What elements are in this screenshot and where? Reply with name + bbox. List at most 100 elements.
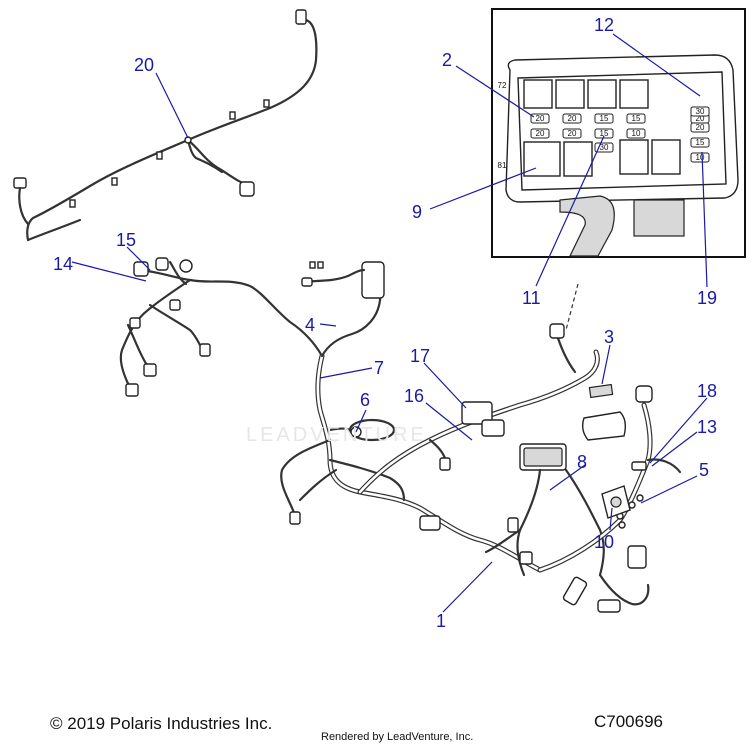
relay-connector-block — [461, 401, 493, 425]
callout-5: 5 — [699, 460, 709, 480]
relay — [523, 79, 553, 109]
fuse — [594, 113, 614, 124]
connector — [143, 363, 157, 377]
callout-1: 1 — [436, 611, 446, 631]
fuse-rating-label: 20 — [696, 114, 705, 123]
fuse — [690, 122, 710, 133]
rear-harness — [13, 9, 318, 242]
bolt — [618, 521, 626, 529]
fuse — [530, 128, 550, 139]
connector — [125, 383, 139, 397]
callout-16: 16 — [404, 386, 424, 406]
connector — [597, 599, 621, 613]
fuse-rating-label: 20 — [568, 129, 577, 138]
connector — [507, 517, 519, 533]
connector — [301, 277, 313, 287]
connector — [562, 576, 588, 606]
rear-connector-left — [13, 177, 27, 189]
connector — [289, 511, 301, 525]
control-module — [581, 411, 627, 441]
connector — [133, 261, 149, 277]
inset-side-label: 72 — [498, 81, 507, 90]
callout-8: 8 — [577, 452, 587, 472]
connector — [129, 317, 141, 329]
fuse-rating-label: 15 — [696, 138, 705, 147]
fuse-rating-label: 20 — [536, 114, 545, 123]
fuse-box-bracket — [559, 195, 615, 257]
relay — [563, 141, 593, 177]
connector — [635, 385, 653, 403]
leader-lines — [71, 33, 708, 613]
callout-2: 2 — [442, 50, 452, 70]
fuse-rating-label: 10 — [696, 153, 705, 162]
connector — [627, 545, 647, 569]
connector — [179, 259, 193, 273]
fuse — [562, 113, 582, 124]
bolt — [636, 494, 644, 502]
main-harness — [119, 257, 682, 613]
callout-10: 10 — [594, 532, 614, 552]
inset-side-label: 81 — [498, 161, 507, 170]
connector — [419, 515, 441, 531]
fuse-rating-label: 15 — [600, 129, 609, 138]
relay — [619, 79, 649, 109]
callout-17: 17 — [410, 346, 430, 366]
fuse-rating-label: 20 — [568, 114, 577, 123]
relay — [619, 139, 649, 175]
callout-11: 11 — [522, 288, 541, 308]
callout-labels: 1 2 3 4 5 6 7 8 9 10 11 12 13 14 15 16 1… — [53, 15, 717, 631]
relay — [587, 79, 617, 109]
fuse-box-mount — [633, 199, 685, 237]
relay-large — [523, 141, 561, 177]
rear-connector-top — [295, 9, 307, 25]
callout-12: 12 — [594, 15, 614, 35]
fuse-rating-label: 15 — [632, 114, 641, 123]
fuse — [530, 113, 550, 124]
rendered-by-text: Rendered by LeadVenture, Inc. — [321, 731, 474, 743]
callout-14: 14 — [53, 254, 73, 274]
connector — [631, 461, 647, 471]
callout-15: 15 — [116, 230, 136, 250]
connector — [317, 261, 324, 269]
callout-6: 6 — [360, 390, 370, 410]
fuse-rating-label: 30 — [696, 107, 705, 116]
drawing-code: C700696 — [594, 712, 664, 731]
callout-18: 18 — [697, 381, 717, 401]
connector — [309, 261, 316, 269]
callout-7: 7 — [374, 358, 384, 378]
callout-19: 19 — [697, 288, 717, 308]
connector — [169, 299, 181, 311]
coil-connector — [361, 261, 385, 299]
fuse-rating-label: 30 — [600, 143, 609, 152]
callout-13: 13 — [697, 417, 717, 437]
label-tag — [588, 383, 614, 399]
connector — [155, 257, 169, 271]
inset-link-line — [565, 283, 579, 331]
fuse-box-connector — [549, 323, 565, 339]
copyright-text: © 2019 Polaris Industries Inc. — [50, 714, 273, 733]
fuse-rating-label: 20 — [696, 123, 705, 132]
connector — [439, 457, 451, 471]
rear-connector-right — [239, 181, 255, 197]
fuse-rating-label: 10 — [632, 129, 641, 138]
fuse — [594, 128, 614, 139]
connector — [519, 551, 533, 565]
relay-connector-block — [481, 419, 505, 437]
fuse — [690, 137, 710, 148]
callout-3: 3 — [604, 327, 614, 347]
fuse — [690, 106, 710, 117]
watermark: LEADVENTURE — [246, 424, 427, 446]
fuse-rating-label: 15 — [600, 114, 609, 123]
relay — [555, 79, 585, 109]
fuse — [562, 128, 582, 139]
callout-20: 20 — [134, 55, 154, 75]
fuse — [626, 113, 646, 124]
fuse — [690, 152, 710, 163]
relay — [651, 139, 681, 175]
fuse — [626, 128, 646, 139]
callout-4: 4 — [305, 315, 315, 335]
fuse-rating-label: 20 — [536, 129, 545, 138]
connector — [199, 343, 211, 357]
